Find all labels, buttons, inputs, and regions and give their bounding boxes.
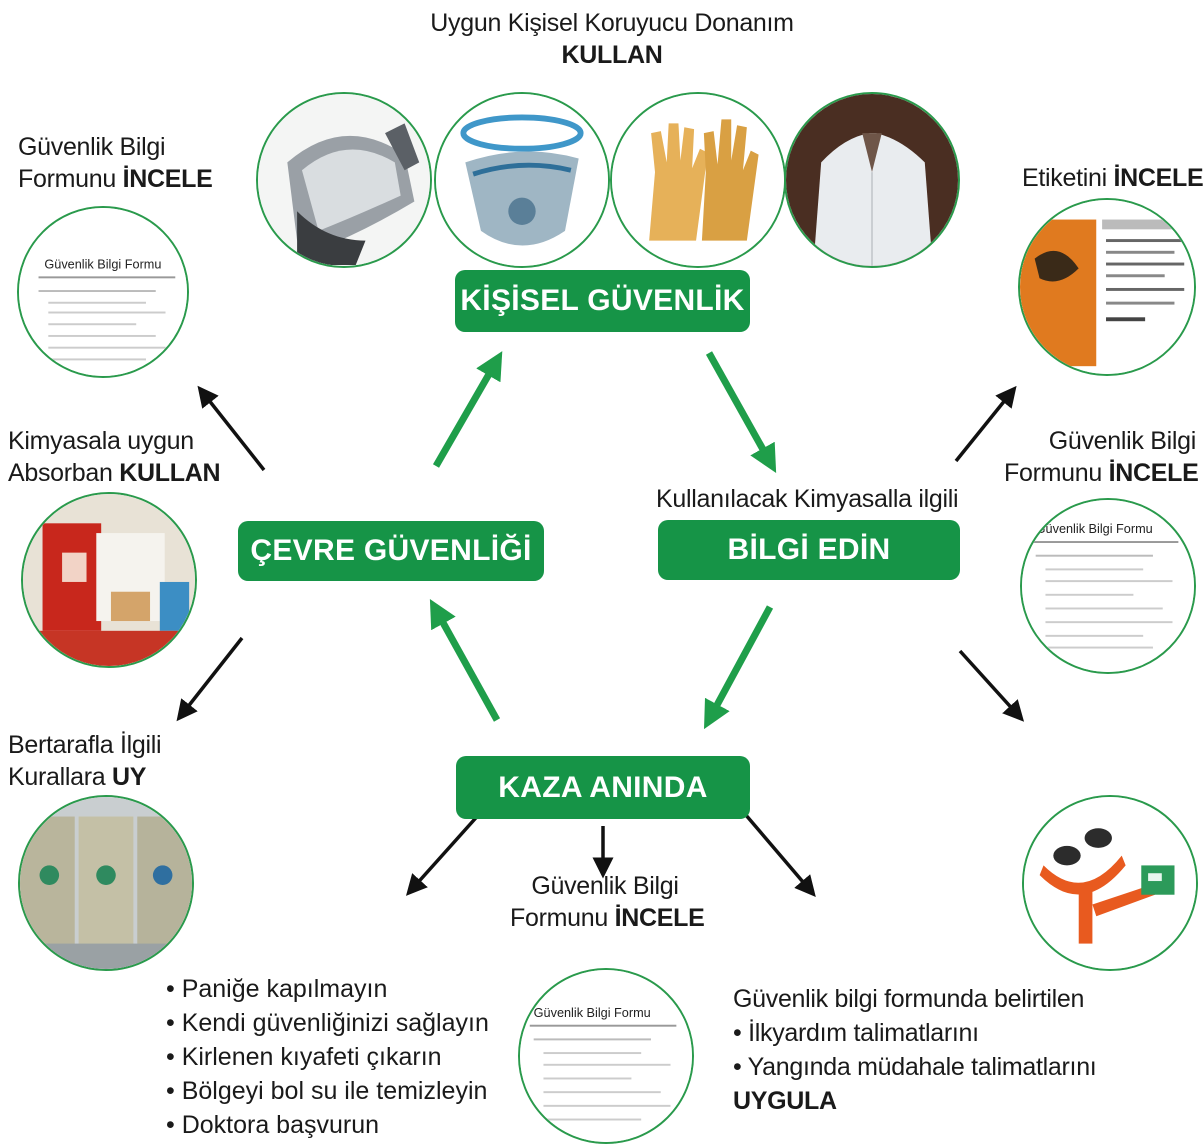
info-caption: Kullanılacak Kimyasalla ilgili [656, 485, 959, 513]
arrow-to-apply [743, 812, 816, 897]
goggles-image [256, 92, 432, 268]
apply-intro: Güvenlik bilgi formunda belirtilen [733, 985, 1085, 1013]
list-item: Yangında müdahale talimatlarını [747, 1053, 1097, 1081]
arrow-env-to-personal [432, 351, 503, 468]
arrow-to-bullets [405, 809, 484, 896]
left-mid-caption: Kimyasala uygun Absorban KULLAN [8, 425, 221, 489]
right-top-action: İNCELE [1113, 164, 1204, 192]
right-mid-line2: Formunu [1004, 459, 1109, 487]
sds-left-title: Güvenlik Bilgi Formu [44, 258, 161, 272]
bottom-center-caption: Güvenlik Bilgi Formunu İNCELE [510, 870, 705, 934]
apply-action: UYGULA [733, 1087, 837, 1115]
accident-steps-list: Paniğe kapılmayın Kendi güvenliğinizi sa… [166, 972, 489, 1142]
arrow-personal-to-info [705, 351, 777, 473]
gloves-image [610, 92, 786, 268]
arrow-info-to-accident [704, 605, 774, 730]
list-item: Paniğe kapılmayın [166, 972, 489, 1006]
get-info-box: BİLGİ EDİN [658, 520, 960, 580]
arrow-to-left-bottom [176, 636, 244, 722]
personal-safety-box: KİŞİSEL GÜVENLİK [455, 270, 750, 332]
recycling-bins-image [18, 795, 194, 971]
list-item: Doktora başvurun [166, 1108, 489, 1142]
right-mid-line1: Güvenlik Bilgi [1048, 427, 1197, 455]
accident-box: KAZA ANINDA [456, 756, 750, 819]
left-top-line1: Güvenlik Bilgi [18, 133, 166, 161]
left-mid-line2: Absorban [8, 459, 120, 487]
bottom-center-line1: Güvenlik Bilgi [531, 872, 679, 900]
right-mid-action: İNCELE [1108, 459, 1199, 487]
eyewash-station-image [1022, 795, 1198, 971]
bottom-center-line2: Formunu [510, 904, 615, 932]
left-top-action: İNCELE [122, 165, 213, 193]
list-item: Kirlenen kıyafeti çıkarın [166, 1040, 489, 1074]
mask-image [434, 92, 610, 268]
left-mid-line1: Kimyasala uygun [8, 427, 194, 455]
arrow-accident-to-env [429, 598, 501, 722]
absorbent-image [21, 492, 197, 668]
left-top-caption: Güvenlik Bilgi Formunu İNCELE [18, 131, 213, 195]
left-mid-action: KULLAN [119, 459, 221, 487]
sds-document-image-right: Güvenlik Bilgi Formu [1020, 498, 1196, 674]
left-bottom-caption: Bertarafla İlgili Kurallara UY [8, 729, 162, 793]
sds-document-image-left: Güvenlik Bilgi Formu [17, 206, 189, 378]
right-mid-caption: Güvenlik Bilgi Formunu İNCELE [1004, 425, 1199, 489]
sds-bottom-title: Güvenlik Bilgi Formu [534, 1006, 651, 1020]
bottom-center-action: İNCELE [614, 904, 705, 932]
sds-right-title: Güvenlik Bilgi Formu [1036, 522, 1153, 536]
right-top-caption: Etiketini İNCELE [1022, 162, 1204, 194]
list-item: İlkyardım talimatlarını [748, 1019, 979, 1047]
ppe-caption-action: KULLAN [561, 41, 663, 69]
left-bottom-line2: Kurallara [8, 763, 112, 791]
ppe-caption-line1: Uygun Kişisel Koruyucu Donanım [430, 9, 794, 37]
arrow-to-right-bottom [958, 649, 1025, 722]
left-bottom-line1: Bertarafla İlgili [8, 731, 162, 759]
left-top-line2: Formunu [18, 165, 123, 193]
list-item: Bölgeyi bol su ile temizleyin [166, 1074, 489, 1108]
list-item: Kendi güvenliğinizi sağlayın [166, 1006, 489, 1040]
left-bottom-action: UY [112, 763, 147, 791]
sds-document-image-bottom: Güvenlik Bilgi Formu [518, 968, 694, 1144]
lab-coat-image [784, 92, 960, 268]
apply-instructions: Güvenlik bilgi formunda belirtilen • İlk… [733, 982, 1097, 1118]
ppe-caption: Uygun Kişisel Koruyucu Donanım KULLAN [402, 7, 822, 71]
arrow-to-right-top [954, 385, 1017, 463]
right-top-text: Etiketini [1022, 164, 1114, 192]
environment-safety-box: ÇEVRE GÜVENLİĞİ [238, 521, 544, 581]
label-image [1018, 198, 1196, 376]
arrow-to-left-top [197, 385, 266, 472]
